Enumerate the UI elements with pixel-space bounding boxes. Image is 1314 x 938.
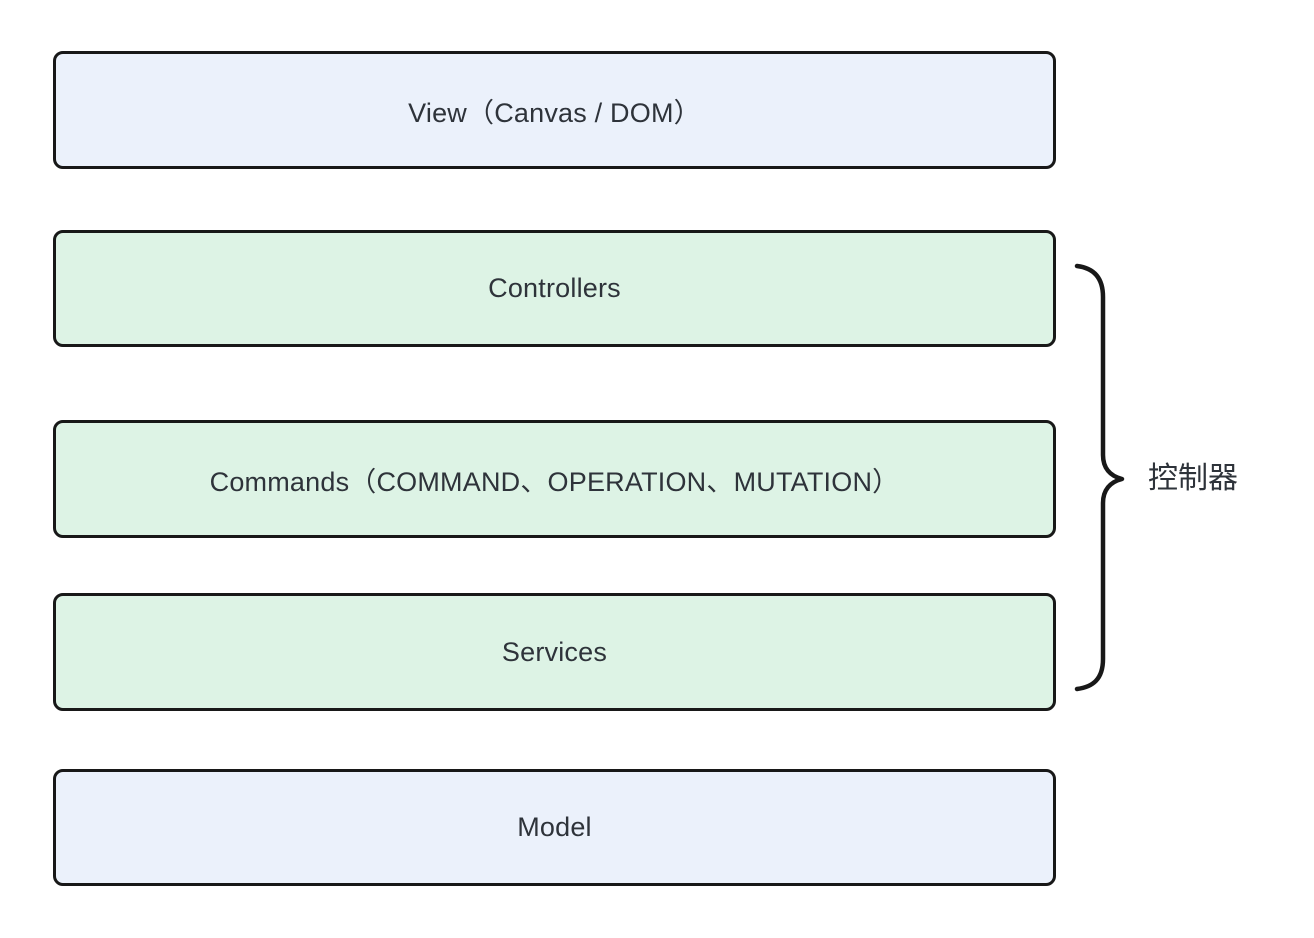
layer-label-view: View（Canvas / DOM） (408, 97, 701, 128)
curly-brace-icon (1074, 263, 1125, 692)
layer-label-services: Services (501, 636, 608, 667)
layer-box-commands: Commands（COMMAND、OPERATION、MUTATION） (53, 420, 1056, 538)
layer-label-controllers: Controllers (488, 273, 621, 303)
layer-box-controllers: Controllers (53, 230, 1056, 347)
layer-box-model: Model (53, 769, 1056, 886)
layer-label-model: Model (517, 812, 592, 842)
layer-box-services: Services (53, 593, 1056, 711)
brace-group-label: 控制器 (1148, 462, 1238, 495)
layer-label-commands: Commands（COMMAND、OPERATION、MUTATION） (209, 466, 900, 497)
layer-box-view: View（Canvas / DOM） (53, 51, 1056, 169)
